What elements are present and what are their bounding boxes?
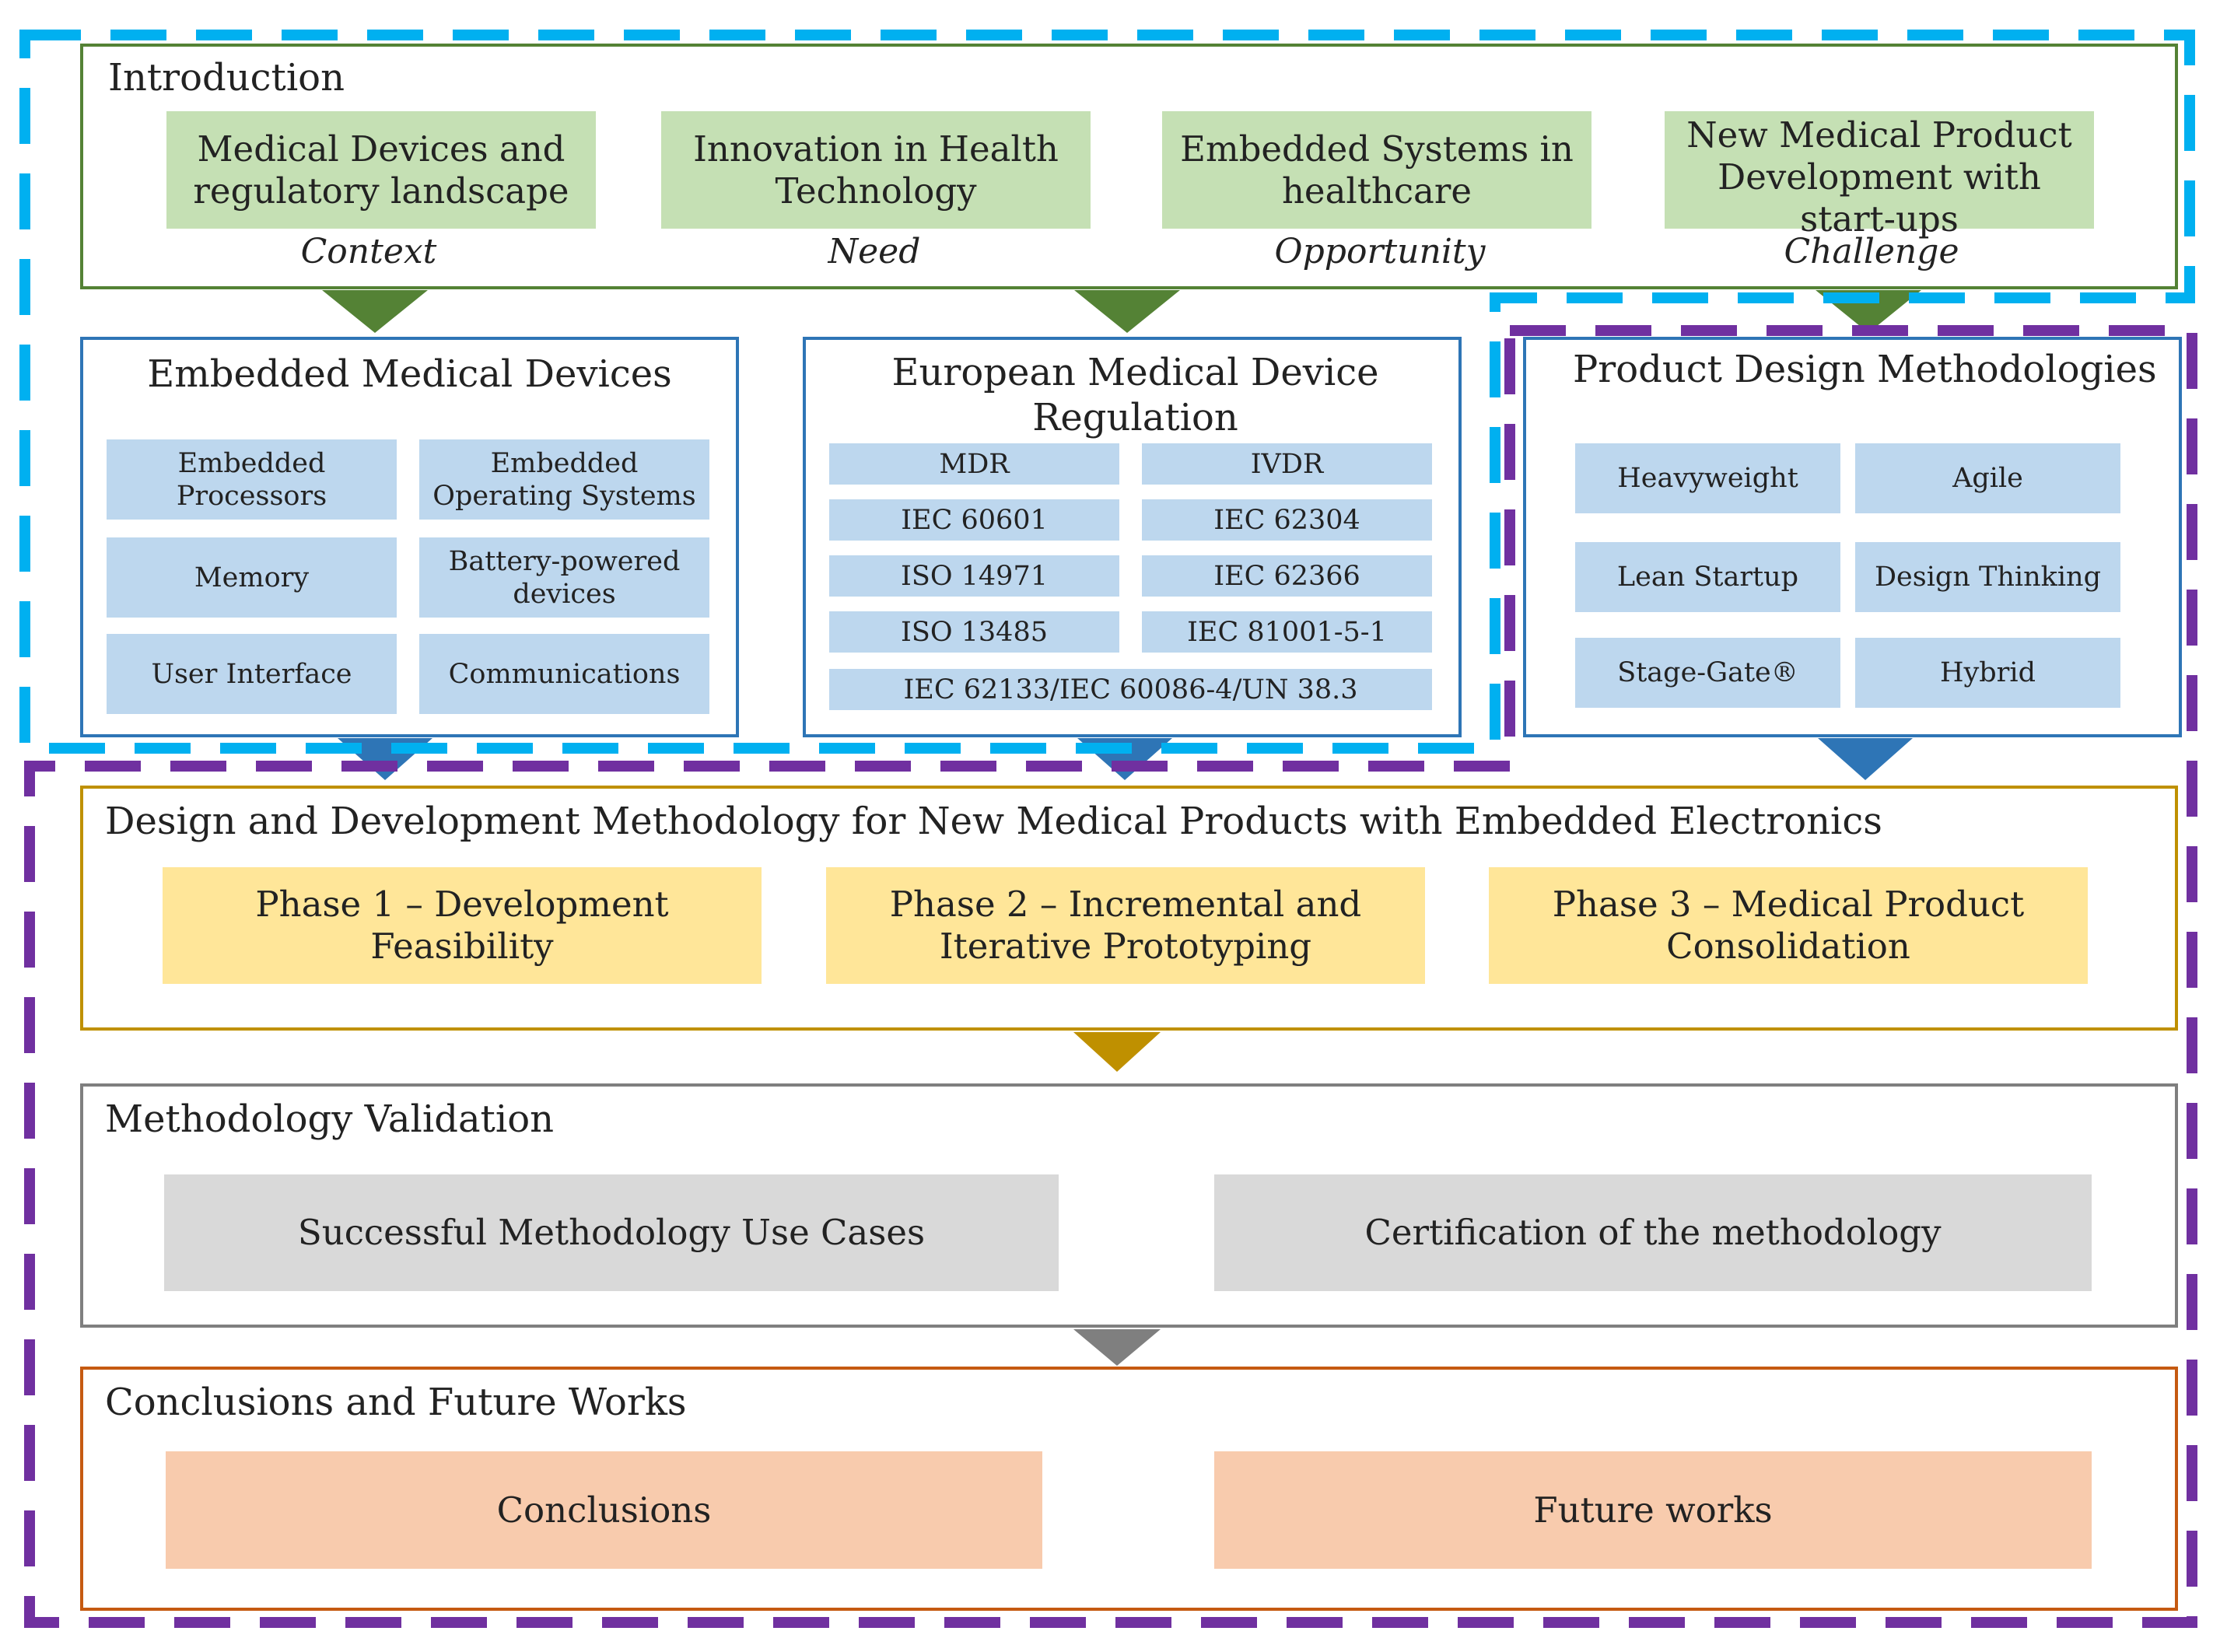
design-title: Design and Development Methodology for N… bbox=[105, 800, 1882, 843]
arrow-intro-to-regulation bbox=[1074, 290, 1180, 333]
methodologies-title: Product Design Methodologies bbox=[1573, 348, 2157, 391]
embedded-item-memory: Memory bbox=[107, 537, 397, 618]
reg-item-iec62366: IEC 62366 bbox=[1142, 555, 1432, 597]
method-design-thinking: Design Thinking bbox=[1855, 542, 2120, 612]
embedded-devices-title: Embedded Medical Devices bbox=[147, 352, 672, 396]
cyan-dashed-group bbox=[19, 30, 2195, 754]
arrow-intro-to-embedded bbox=[322, 290, 428, 333]
conclusions-title: Conclusions and Future Works bbox=[105, 1381, 687, 1424]
embedded-item-battery: Battery-powered devices bbox=[419, 537, 709, 618]
method-lean-startup: Lean Startup bbox=[1575, 542, 1840, 612]
reg-item-battery-standards: IEC 62133/IEC 60086-4/UN 38.3 bbox=[829, 669, 1432, 710]
embedded-item-os: Embedded Operating Systems bbox=[419, 439, 709, 520]
arrow-methodologies-to-design bbox=[1818, 738, 1913, 780]
phase-3-box: Phase 3 – Medical Product Consolidation bbox=[1489, 867, 2088, 984]
intro-box-opportunity: Embedded Systems in healthcare bbox=[1162, 111, 1591, 229]
caption-challenge: Challenge bbox=[1784, 232, 1959, 271]
arrow-design-to-validation bbox=[1073, 1032, 1161, 1072]
dashed-groups bbox=[19, 30, 2197, 1628]
intro-box-need: Innovation in Health Technology bbox=[661, 111, 1091, 229]
arrows bbox=[322, 290, 1921, 1366]
embedded-item-ui: User Interface bbox=[107, 634, 397, 714]
reg-item-mdr: MDR bbox=[829, 443, 1119, 485]
validation-certification-box: Certification of the methodology bbox=[1214, 1174, 2092, 1291]
intro-box-challenge: New Medical Product Development with sta… bbox=[1665, 111, 2094, 240]
reg-item-iso14971: ISO 14971 bbox=[829, 555, 1119, 597]
introduction-title: Introduction bbox=[108, 56, 345, 100]
reg-item-ivdr: IVDR bbox=[1142, 443, 1432, 485]
method-stage-gate: Stage-Gate® bbox=[1575, 638, 1840, 708]
reg-item-iec81001: IEC 81001-5-1 bbox=[1142, 611, 1432, 653]
validation-use-cases-box: Successful Methodology Use Cases bbox=[164, 1174, 1059, 1291]
intro-box-context: Medical Devices and regulatory landscape bbox=[166, 111, 596, 229]
conclusions-box: Conclusions bbox=[166, 1451, 1042, 1569]
embedded-item-communications: Communications bbox=[419, 634, 709, 714]
regulation-title: European Medical Device Regulation bbox=[891, 351, 1379, 439]
caption-context: Context bbox=[300, 232, 437, 271]
method-hybrid: Hybrid bbox=[1855, 638, 2120, 708]
arrow-validation-to-conclusions bbox=[1073, 1329, 1161, 1366]
future-works-box: Future works bbox=[1214, 1451, 2092, 1569]
phase-2-box: Phase 2 – Incremental and Iterative Prot… bbox=[826, 867, 1425, 984]
caption-opportunity: Opportunity bbox=[1274, 232, 1486, 271]
reg-item-iso13485: ISO 13485 bbox=[829, 611, 1119, 653]
reg-item-iec62304: IEC 62304 bbox=[1142, 499, 1432, 541]
reg-item-iec60601: IEC 60601 bbox=[829, 499, 1119, 541]
method-agile: Agile bbox=[1855, 443, 2120, 513]
validation-title: Methodology Validation bbox=[105, 1097, 555, 1141]
phase-1-box: Phase 1 – Development Feasibility bbox=[163, 867, 762, 984]
method-heavyweight: Heavyweight bbox=[1575, 443, 1840, 513]
caption-need: Need bbox=[828, 232, 921, 271]
purple-dashed-group bbox=[24, 325, 2197, 1628]
embedded-item-processors: Embedded Processors bbox=[107, 439, 397, 520]
